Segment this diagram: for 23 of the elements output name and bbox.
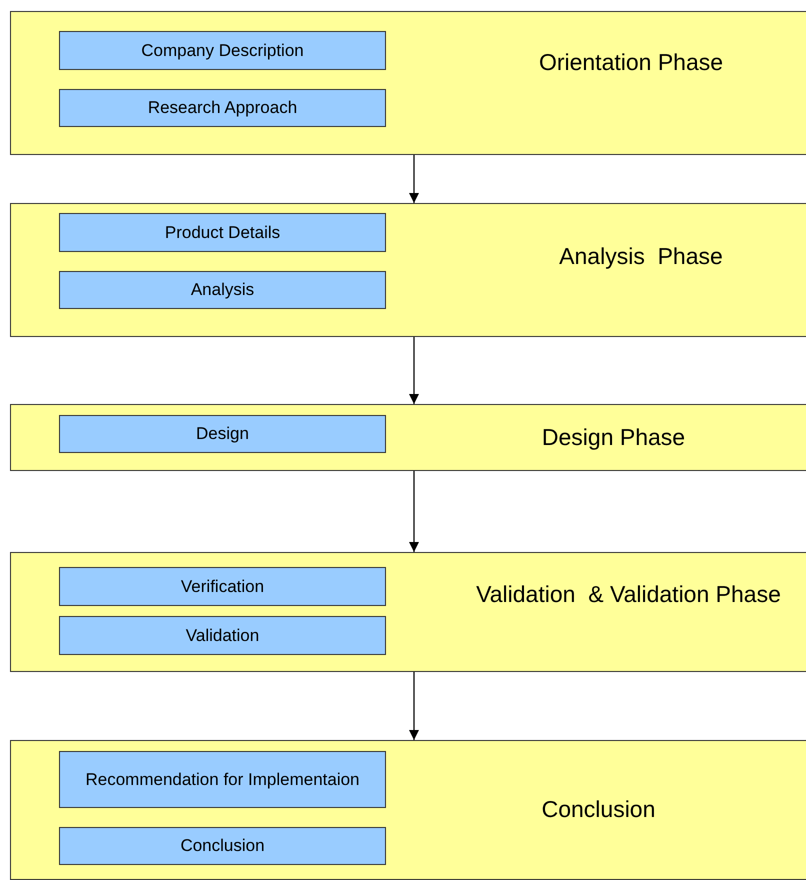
phase-title: Conclusion bbox=[540, 795, 656, 824]
phase-panel bbox=[10, 203, 806, 337]
phase-title: Validation & Validation Phase bbox=[475, 580, 782, 609]
phase-title: Orientation Phase bbox=[538, 48, 724, 77]
step-box: Design bbox=[59, 415, 386, 453]
step-box: Analysis bbox=[59, 271, 386, 309]
arrow bbox=[409, 471, 419, 552]
step-box: Product Details bbox=[59, 213, 386, 252]
phase-panel bbox=[10, 404, 806, 471]
step-box: Company Description bbox=[59, 31, 386, 70]
step-box: Research Approach bbox=[59, 89, 386, 127]
step-box: Conclusion bbox=[59, 827, 386, 865]
step-box: Recommendation for Implementaion bbox=[59, 751, 386, 808]
phase-panel bbox=[10, 740, 806, 880]
step-box: Verification bbox=[59, 567, 386, 606]
step-box: Validation bbox=[59, 616, 386, 655]
phase-title: Analysis Phase bbox=[558, 242, 724, 271]
phase-panel bbox=[10, 11, 806, 155]
phase-title: Design Phase bbox=[540, 423, 686, 452]
phase-panel bbox=[10, 552, 806, 672]
arrow bbox=[409, 337, 419, 404]
arrow bbox=[409, 672, 419, 740]
arrow bbox=[409, 155, 419, 203]
